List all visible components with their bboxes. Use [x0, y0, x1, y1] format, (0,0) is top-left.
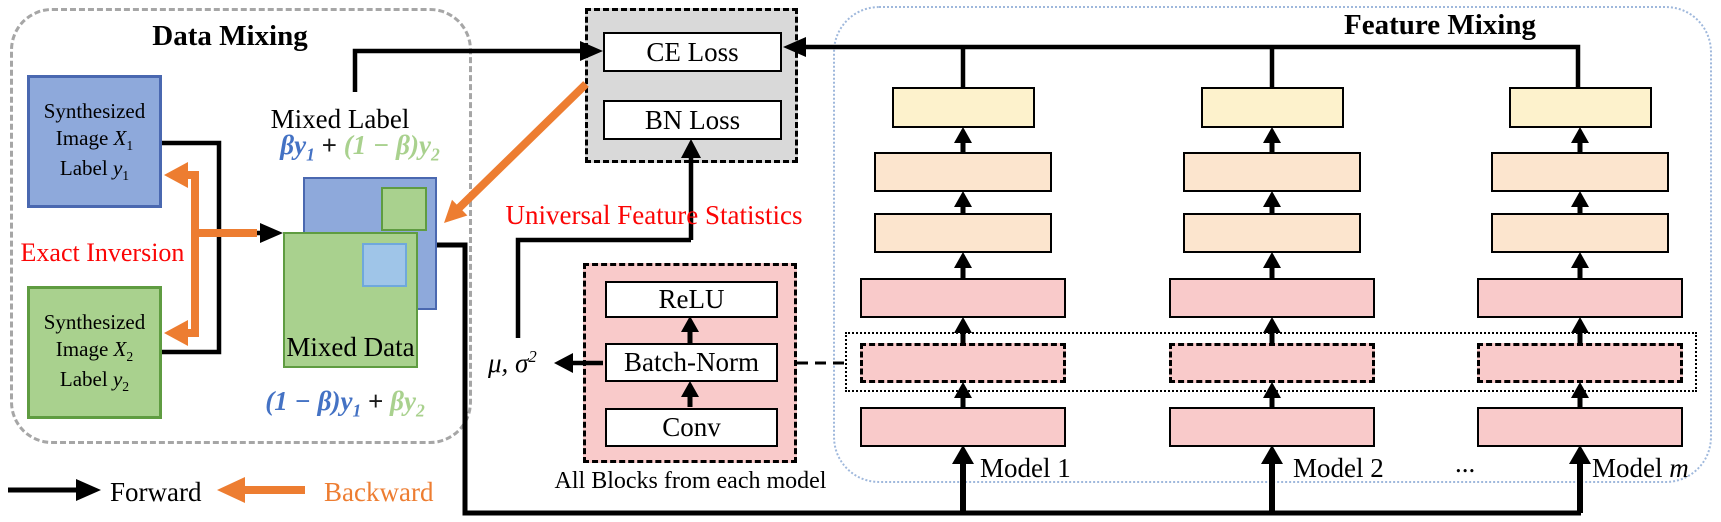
model1-layer-top	[892, 87, 1035, 128]
legend-forward-arrowhead	[76, 479, 101, 501]
legend-backward-arrowhead	[217, 477, 245, 503]
model2-layer-top	[1201, 87, 1344, 128]
models-ellipsis: ...	[1455, 448, 1476, 478]
legend-forward-label: Forward	[110, 477, 202, 507]
model-m-layer-1	[1477, 407, 1683, 447]
synth2-line2: Image X2	[55, 337, 134, 365]
relu-box: ReLU	[605, 281, 778, 318]
synthesized-image2-box: Synthesized Image X2 Label y2	[27, 286, 162, 419]
mixed-data-blue-patch	[362, 243, 407, 287]
model-m-label: Model m	[1592, 453, 1689, 483]
feature-mixing-title: Feature Mixing	[1344, 9, 1536, 41]
backward-line-ce-to-mixed-data	[456, 81, 589, 211]
synth1-line2: Image X1	[55, 126, 134, 154]
model2-shared-bn-layer	[1169, 343, 1375, 383]
conv-box: Conv	[605, 408, 778, 447]
exact-inversion-label: Exact Inversion	[20, 238, 185, 267]
model2-layer-3	[1169, 278, 1375, 318]
model-m-shared-bn-layer	[1477, 343, 1683, 383]
model2-layer-5	[1183, 152, 1361, 192]
mu-sigma-label: μ, σ2	[488, 347, 537, 378]
model1-layer-1	[860, 407, 1066, 447]
mixed-data-label: Mixed Data	[286, 332, 415, 362]
model2-layer-1	[1169, 407, 1375, 447]
ce-loss-box: CE Loss	[603, 32, 782, 72]
model1-layer-5	[874, 152, 1052, 192]
model1-layer-4	[874, 213, 1052, 253]
synthesized-image1-box: Synthesized Image X1 Label y1	[27, 75, 162, 208]
model1-layer-3	[860, 278, 1066, 318]
mixed-label-formula: βy1 + (1 − β)y2	[280, 130, 440, 165]
model2-label: Model 2	[1293, 453, 1384, 483]
batch-norm-box: Batch-Norm	[605, 343, 778, 382]
universal-feature-statistics-label: Universal Feature Statistics	[505, 200, 803, 230]
synth2-line1: Synthesized	[43, 309, 146, 334]
model-m-layer-top	[1509, 87, 1652, 128]
legend-backward-label: Backward	[324, 477, 434, 507]
synth1-line1: Synthesized	[43, 98, 146, 123]
mixed-data-formula: (1 − β)y1 + βy2	[265, 386, 425, 421]
mixed-data-green-patch	[381, 187, 427, 231]
bn-loss-box: BN Loss	[603, 100, 782, 140]
model1-shared-bn-layer	[860, 343, 1066, 383]
model2-layer-4	[1183, 213, 1361, 253]
synth2-line3: Label y2	[59, 367, 130, 395]
model1-label: Model 1	[980, 453, 1071, 483]
data-mixing-title: Data Mixing	[152, 20, 308, 52]
mixed-data-green-image: Mixed Data	[283, 232, 418, 368]
model-m-layer-5	[1491, 152, 1669, 192]
model-m-layer-4	[1491, 213, 1669, 253]
block-panel-caption: All Blocks from each model	[554, 468, 827, 494]
mixed-label-title: Mixed Label	[270, 104, 410, 134]
model-m-layer-3	[1477, 278, 1683, 318]
synth1-line3: Label y1	[59, 156, 130, 184]
data-mixing-panel	[10, 8, 472, 444]
